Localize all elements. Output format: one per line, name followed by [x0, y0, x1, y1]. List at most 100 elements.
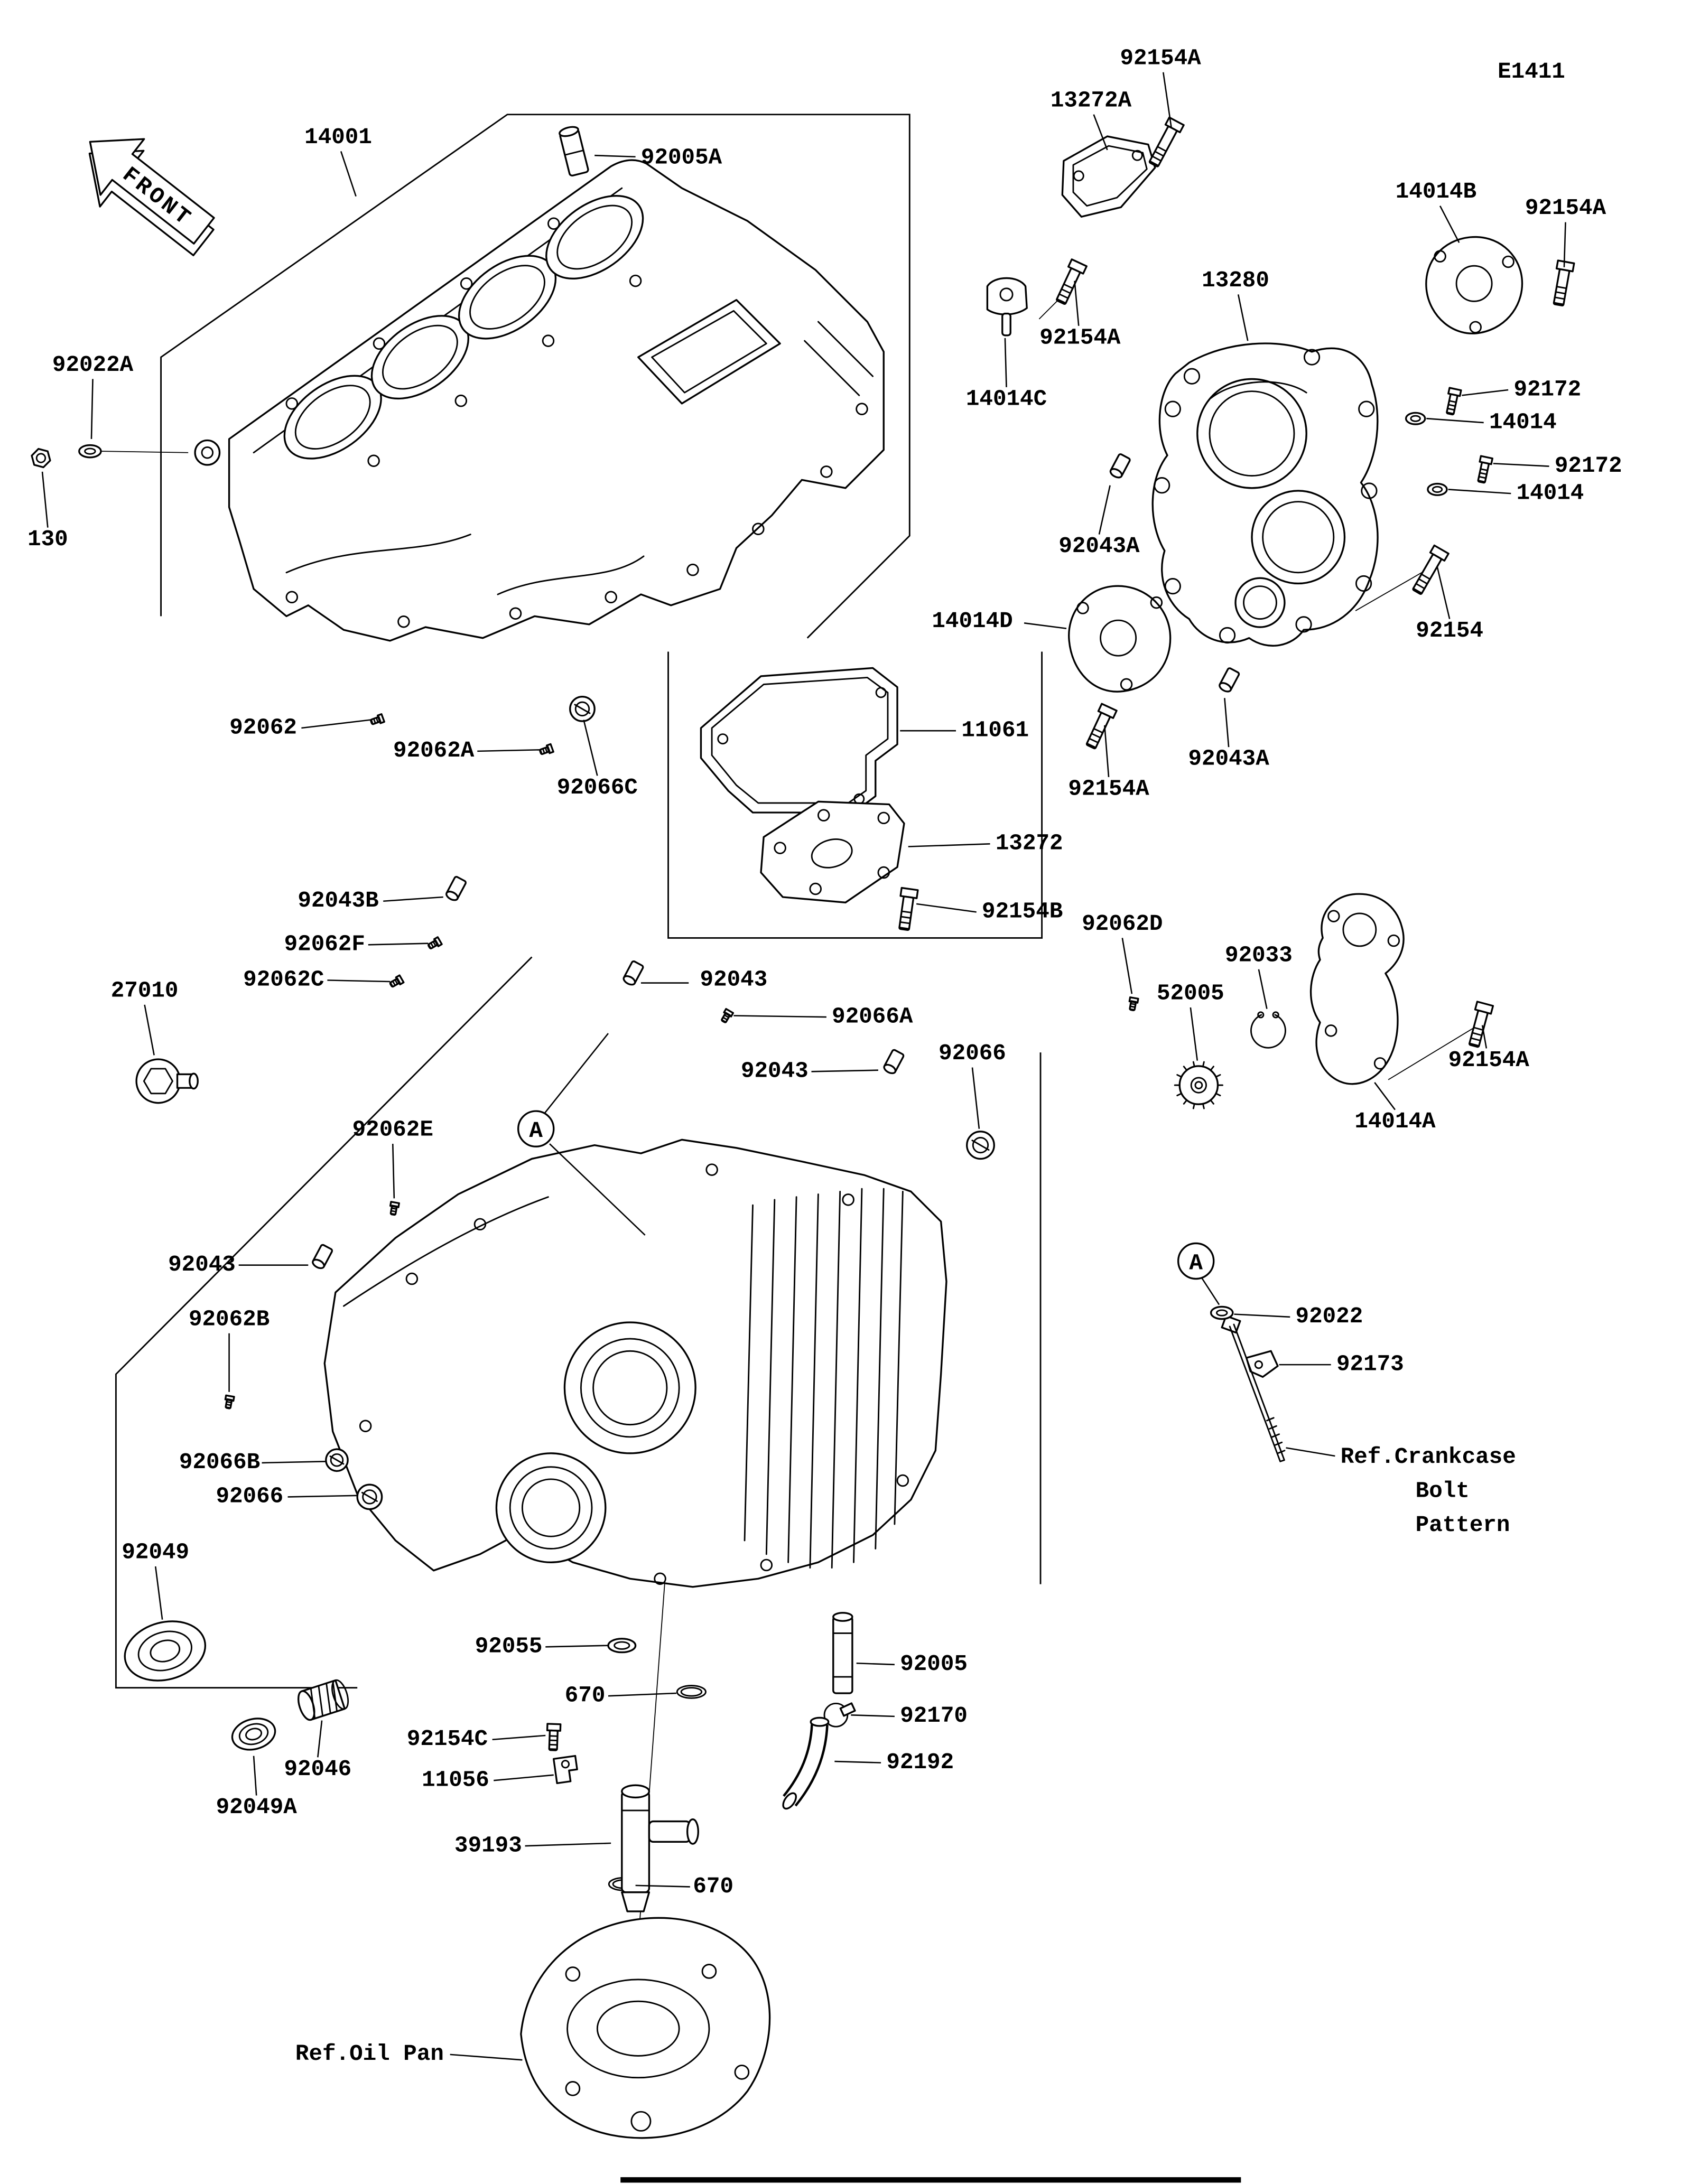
part-label: 13280 — [1202, 268, 1269, 293]
washer-drawing — [1427, 482, 1448, 496]
small-parts-drawings — [31, 116, 1575, 1912]
small-screw-drawing — [539, 743, 554, 755]
washer-drawing — [78, 444, 102, 459]
small-screw-drawing — [721, 1008, 735, 1023]
small-screw-drawing — [224, 1394, 235, 1410]
bolt-drawing — [1469, 1001, 1494, 1048]
oil-seal-drawing — [231, 1718, 276, 1751]
leader-line — [41, 471, 49, 528]
part-label: Bolt — [1416, 1478, 1470, 1504]
clamp-bracket-drawing — [1245, 1350, 1279, 1378]
part-label: 670 — [693, 1874, 733, 1899]
needle-bearing-drawing — [297, 1679, 349, 1721]
detail-marker-circle — [517, 1110, 555, 1147]
part-label: E1411 — [1498, 59, 1565, 85]
part-label: 92154A — [1525, 195, 1606, 221]
leader-line — [287, 1495, 358, 1498]
bolt-drawing — [1056, 258, 1088, 305]
part-label: 92062 — [229, 715, 297, 740]
leader-line — [383, 896, 443, 902]
hex-bolt-drawing — [31, 447, 51, 469]
leader-line — [1462, 389, 1509, 396]
small-screw-drawing — [428, 936, 443, 949]
bolt-drawing — [546, 1723, 562, 1751]
front-arrow-body — [89, 138, 215, 245]
leader-line — [583, 720, 598, 776]
part-label: 92066 — [216, 1484, 283, 1509]
part-label: 92043 — [700, 967, 768, 993]
part-label: 670 — [565, 1683, 606, 1708]
part-label: 92043 — [168, 1252, 236, 1277]
part-label: 92046 — [284, 1757, 351, 1782]
leader-line — [1121, 938, 1133, 994]
leader-line — [1481, 1025, 1488, 1049]
detail-marker-circle — [1177, 1242, 1215, 1280]
part-label: 92055 — [475, 1634, 543, 1659]
washer-drawing — [1405, 412, 1426, 425]
leader-line — [811, 1069, 878, 1072]
bolt-drawing — [1553, 259, 1575, 306]
part-label: 92043B — [298, 888, 378, 913]
small-screw-drawing — [370, 713, 385, 725]
part-label: 92154A — [1039, 325, 1121, 350]
plate-13272A — [1061, 135, 1156, 218]
leader-line — [450, 2054, 523, 2061]
part-label: 92062F — [284, 932, 365, 957]
cylinder-bores — [283, 195, 644, 460]
hose-clamp-drawing — [823, 1702, 856, 1728]
breather-stud-drawing — [559, 126, 589, 177]
part-label: 27010 — [111, 978, 179, 1003]
oil-pipe-joint-drawing — [621, 1784, 699, 1912]
leader-line — [492, 1734, 546, 1741]
part-label: 39193 — [454, 1833, 522, 1858]
oil-pressure-switch-drawing — [135, 1058, 199, 1104]
part-label: 14014C — [966, 386, 1047, 412]
screw-drawing — [1477, 455, 1493, 484]
gear-cover-drawing — [1151, 342, 1379, 647]
part-label: 92170 — [900, 1703, 968, 1729]
leader-line — [1426, 417, 1484, 424]
part-label: 14014 — [1489, 409, 1557, 435]
front-arrow: FRONT — [88, 138, 215, 257]
part-label: 92043A — [1058, 534, 1140, 559]
part-label: 92005 — [900, 1651, 968, 1677]
dowel-pin-drawing — [1109, 453, 1131, 479]
leader-line — [1234, 1313, 1290, 1318]
plug-drawing — [325, 1448, 349, 1472]
part-label: 92154A — [1120, 45, 1201, 71]
leader-line — [1104, 725, 1110, 778]
leader-line — [154, 1566, 163, 1620]
part-label: 92154A — [1068, 776, 1149, 801]
part-label: 92043 — [741, 1059, 809, 1084]
part-label: 14014D — [932, 609, 1012, 634]
leader-line — [1439, 206, 1460, 243]
gasket-14014A — [1309, 893, 1405, 1085]
part-label: 92022 — [1296, 1304, 1363, 1329]
part-label: 92066 — [939, 1041, 1006, 1066]
part-label: 92062A — [393, 738, 475, 763]
leader-line — [262, 1461, 326, 1464]
leader-line — [90, 379, 94, 439]
part-label: 92066C — [557, 775, 638, 800]
gasket-14014B — [1425, 236, 1523, 334]
small-screw-drawing — [389, 974, 405, 988]
marker-leader-line — [543, 1033, 609, 1115]
part-labels: 92154A13272AE14111400192005A14014B92154A… — [27, 45, 1622, 2067]
pipe-bracket-drawing — [552, 1754, 578, 1785]
leader-line — [916, 903, 977, 913]
leader-line — [733, 1015, 826, 1018]
leader-line — [392, 1144, 395, 1199]
washer-drawing — [607, 1638, 637, 1654]
oil-pan-drawing — [520, 1917, 771, 2139]
part-label: 11061 — [961, 717, 1029, 743]
upper-crankcase-drawing — [194, 159, 885, 642]
gasket-drawings — [700, 135, 1523, 1085]
oil-seal-drawing — [124, 1620, 207, 1682]
bolt-drawing — [898, 886, 919, 931]
part-label: 92154C — [407, 1726, 488, 1752]
leader-line — [301, 719, 371, 729]
page-edge-artifact — [620, 2177, 1241, 2183]
part-label: 92066A — [832, 1004, 913, 1029]
